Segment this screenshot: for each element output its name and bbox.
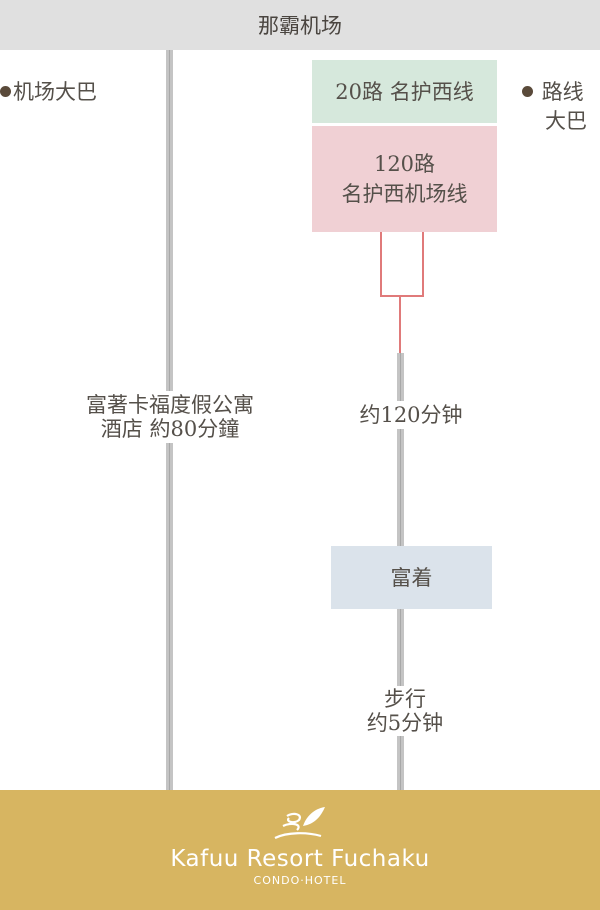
walk-line1: 步行 bbox=[384, 687, 426, 711]
route-merge-bracket bbox=[380, 232, 424, 297]
right-route-text-2: 大巴 bbox=[545, 109, 587, 133]
right-route-rail-upper bbox=[397, 353, 404, 546]
route-merge-connector bbox=[399, 297, 401, 353]
left-route-text: 机场大巴 bbox=[13, 80, 97, 104]
page-header: 那霸机场 bbox=[0, 0, 600, 50]
leaf-logo-icon bbox=[274, 807, 325, 840]
bus-stop-label: 富着 bbox=[390, 565, 433, 590]
bus-stop-box: 富着 bbox=[331, 546, 492, 609]
hotel-footer: Kafuu Resort Fuchaku CONDO·HOTEL bbox=[0, 790, 600, 910]
right-route-text-1: 路线 bbox=[541, 80, 584, 104]
left-route-label: 机场大巴 bbox=[0, 78, 97, 107]
page-title: 那霸机场 bbox=[258, 14, 342, 38]
left-travel-line1: 富著卡福度假公寓 bbox=[86, 393, 254, 417]
walk-time: 步行 约5分钟 bbox=[360, 686, 450, 736]
walk-line2: 约5分钟 bbox=[366, 711, 444, 735]
bus-line-120-name: 名护西机场线 bbox=[341, 182, 468, 206]
bullet-icon bbox=[0, 86, 11, 97]
right-route-label: 路线 大巴 bbox=[522, 78, 587, 136]
bullet-icon bbox=[522, 86, 533, 97]
hotel-brand-subtitle: CONDO·HOTEL bbox=[253, 874, 347, 887]
bus-line-120-number: 120路 bbox=[373, 152, 436, 176]
bus-line-20-box: 20路 名护西线 bbox=[312, 60, 497, 123]
bus-line-120-box: 120路 名护西机场线 bbox=[312, 126, 497, 232]
bus-line-20-label: 20路 名护西线 bbox=[335, 79, 474, 104]
left-travel-time: 富著卡福度假公寓 酒店 約80分鐘 bbox=[72, 391, 268, 443]
left-travel-line2: 酒店 約80分鐘 bbox=[100, 417, 240, 441]
right-travel-time: 约120分钟 bbox=[350, 401, 472, 429]
hotel-brand-name: Kafuu Resort Fuchaku bbox=[170, 846, 430, 872]
